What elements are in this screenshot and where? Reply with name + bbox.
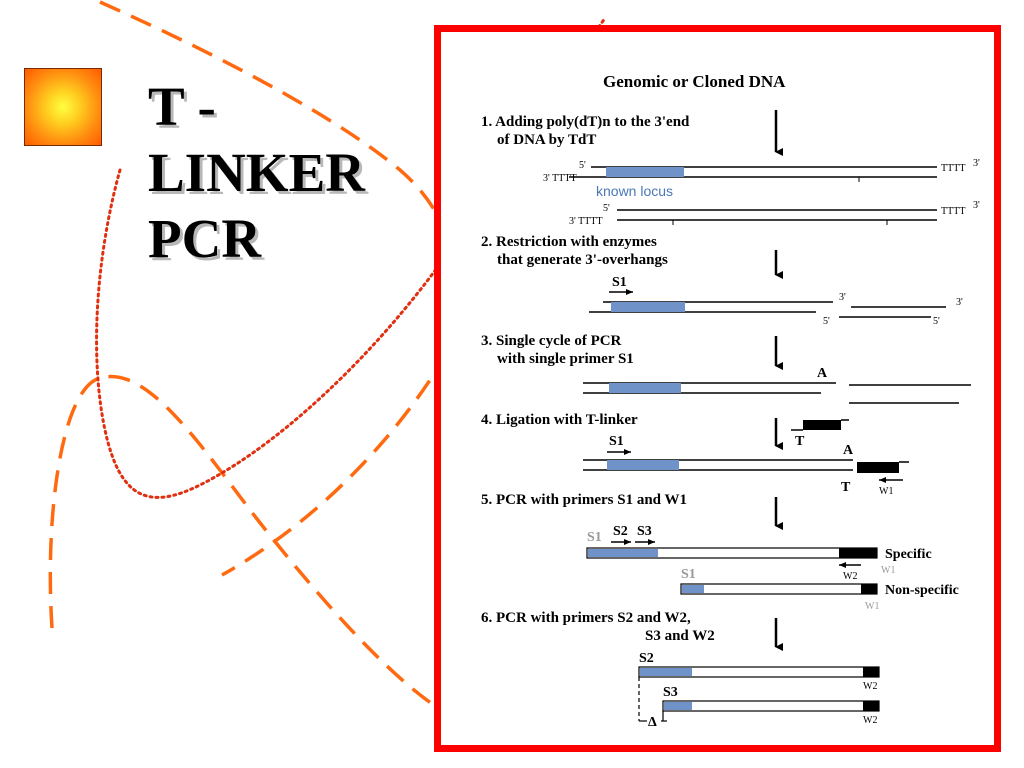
primer-w2-label: W2 bbox=[863, 715, 877, 726]
non-specific-product bbox=[680, 583, 878, 595]
specific-product bbox=[586, 547, 878, 559]
deletion-bracket bbox=[638, 677, 667, 722]
title-line-3: PCR bbox=[148, 208, 262, 269]
s3-product bbox=[662, 700, 880, 712]
step-2-line-1: 2. Restriction with enzymes bbox=[481, 234, 657, 250]
primer-w1-label-grey: W1 bbox=[881, 565, 895, 576]
primer-s2-label: S2 bbox=[613, 524, 628, 539]
step-1-molecule-b bbox=[617, 209, 937, 225]
slide-title: T - LINKER PCR bbox=[148, 74, 408, 272]
label-5prime: 5' bbox=[579, 160, 586, 171]
step-1-line-2: of DNA by TdT bbox=[497, 132, 596, 148]
step-5-line-1: 5. PCR with primers S1 and W1 bbox=[481, 492, 687, 508]
label-3prime-tail-left: 3' TTTT bbox=[543, 173, 577, 184]
step-2-line-2: that generate 3'-overhangs bbox=[497, 252, 668, 268]
label-5prime: 5' bbox=[603, 203, 610, 214]
figure-frame: Genomic or Cloned DNA 1. Adding poly(dT)… bbox=[434, 25, 1001, 752]
step-3-fragment-right bbox=[849, 384, 971, 404]
label-a-overhang: A bbox=[817, 366, 828, 381]
primer-s1-label-grey: S1 bbox=[681, 567, 696, 582]
bullet-square bbox=[24, 68, 102, 146]
title-line-1: T - bbox=[148, 76, 216, 137]
step-1-line-1: 1. Adding poly(dT)n to the 3'end bbox=[481, 114, 690, 130]
primer-w2-label: W2 bbox=[863, 681, 877, 692]
label-a-overhang: A bbox=[843, 443, 854, 458]
label-t-overhang: T bbox=[795, 434, 805, 449]
step-4-ligated-fragment bbox=[583, 459, 909, 473]
primer-s1-label: S1 bbox=[609, 434, 624, 449]
step-3-line-1: 3. Single cycle of PCR bbox=[481, 333, 622, 349]
specific-label: Specific bbox=[885, 547, 932, 562]
known-locus-label: known locus bbox=[596, 183, 673, 199]
primer-s1-label: S1 bbox=[612, 275, 627, 290]
s2-product bbox=[638, 666, 880, 678]
step-6-line-2: S3 and W2 bbox=[645, 628, 715, 644]
step-2-fragment-left bbox=[589, 301, 833, 313]
label-t-overhang: T bbox=[841, 480, 851, 495]
primer-w1-label-grey: W1 bbox=[865, 601, 879, 612]
step-3-line-2: with single primer S1 bbox=[497, 351, 634, 367]
known-locus-region bbox=[606, 167, 684, 177]
step-1-molecule-a bbox=[569, 166, 937, 182]
label-5prime: 5' bbox=[823, 316, 830, 327]
primer-w1-label: W1 bbox=[879, 486, 893, 497]
label-3prime: 3' bbox=[839, 292, 846, 303]
label-tail-right: TTTT bbox=[941, 163, 965, 174]
primer-s3-label: S3 bbox=[637, 524, 652, 539]
label-3prime: 3' bbox=[973, 200, 980, 211]
primer-s2-label: S2 bbox=[639, 651, 654, 666]
primer-s1-label-grey: S1 bbox=[587, 530, 602, 545]
primer-w2-label: W2 bbox=[843, 571, 857, 582]
title-line-2: LINKER bbox=[148, 142, 365, 203]
step-3-fragment-left bbox=[583, 382, 836, 394]
t-linker-adapter bbox=[791, 419, 849, 431]
label-3prime-tail-left: 3' TTTT bbox=[569, 216, 603, 227]
step-6-line-1: 6. PCR with primers S2 and W2, bbox=[481, 610, 691, 626]
step-4-line-1: 4. Ligation with T-linker bbox=[481, 412, 638, 428]
label-3prime: 3' bbox=[973, 158, 980, 169]
label-5prime: 5' bbox=[933, 316, 940, 327]
label-tail-right: TTTT bbox=[941, 206, 965, 217]
deletion-delta-label: Δ bbox=[648, 715, 657, 730]
primer-s3-label: S3 bbox=[663, 685, 678, 700]
figure-heading: Genomic or Cloned DNA bbox=[603, 72, 786, 91]
step-2-fragment-right bbox=[839, 306, 946, 318]
tlinker-pcr-diagram: Genomic or Cloned DNA 1. Adding poly(dT)… bbox=[481, 72, 980, 730]
red-dotted-curve bbox=[95, 16, 607, 499]
non-specific-label: Non-specific bbox=[885, 583, 959, 598]
label-3prime: 3' bbox=[956, 297, 963, 308]
